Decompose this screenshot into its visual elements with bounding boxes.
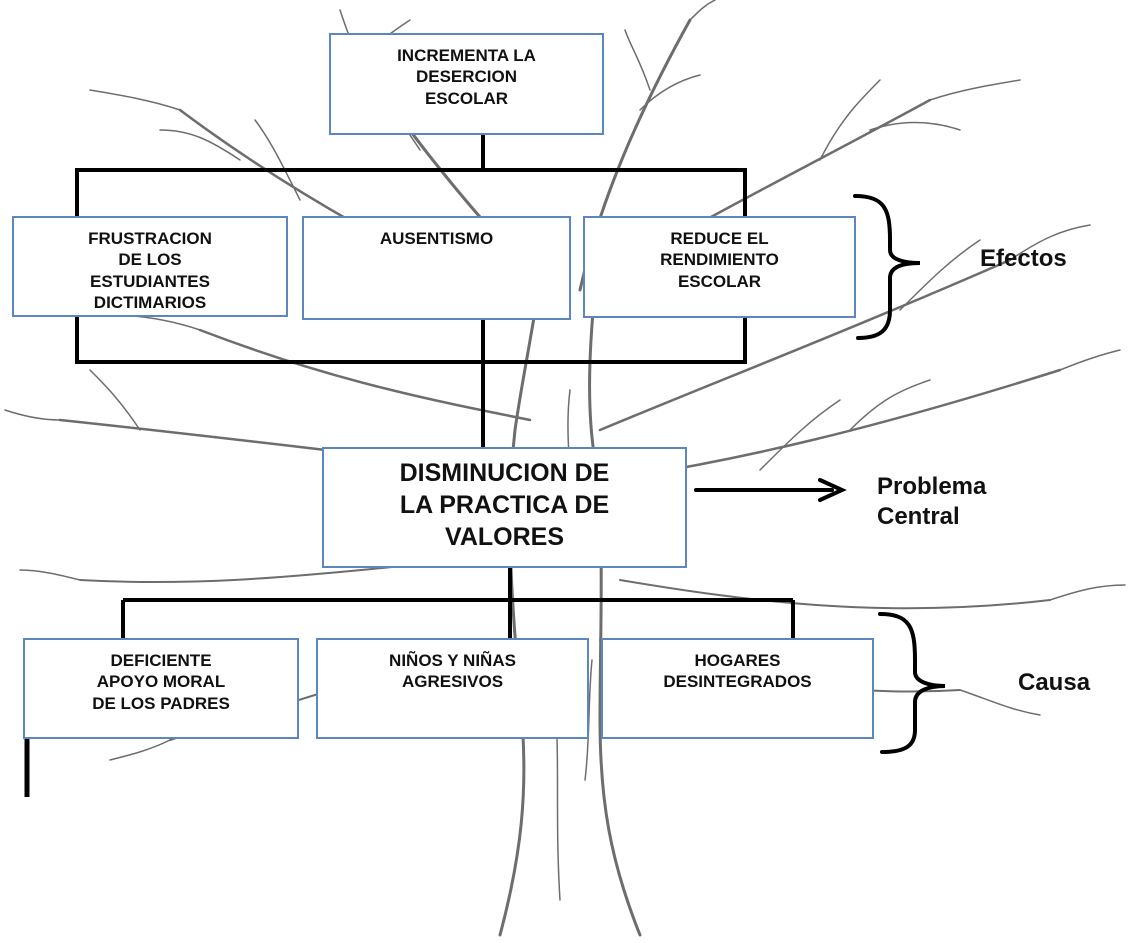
tree-trunk-right-edge bbox=[588, 238, 642, 937]
tree-trunk-left-edge bbox=[498, 228, 547, 937]
central-label-line: Problema bbox=[877, 473, 987, 500]
tree-twig bbox=[89, 89, 301, 201]
cause-line: DEFICIENTE bbox=[110, 651, 212, 670]
braces-and-arrow bbox=[694, 194, 946, 754]
central-problem-label: Problema Central bbox=[877, 472, 986, 532]
cause-line: DESINTEGRADOS bbox=[663, 672, 812, 692]
effects-brace bbox=[853, 194, 921, 340]
effect-box-rendimiento: REDUCE EL RENDIMIENTO ESCOLAR bbox=[583, 216, 856, 318]
causes-label-text: Causa bbox=[1018, 669, 1091, 696]
top-effect-line: DESERCION bbox=[415, 67, 518, 87]
cause-line: DE LOS PADRES bbox=[92, 693, 230, 713]
central-label-line: Central bbox=[877, 503, 960, 530]
effects-label-text: Efectos bbox=[980, 245, 1067, 272]
central-problem-line: LA PRACTICA DE bbox=[399, 491, 610, 519]
cause-line: HOGARES bbox=[694, 651, 781, 670]
effect-box-frustracion: FRUSTRACION DE LOS ESTUDIANTES DICTIMARI… bbox=[12, 216, 288, 317]
cause-line: AGRESIVOS bbox=[401, 672, 504, 692]
central-arrow-head bbox=[818, 478, 847, 502]
central-problem-box: DISMINUCION DE LA PRACTICA DE VALORES bbox=[322, 447, 687, 568]
tree-branch bbox=[198, 328, 532, 422]
effect-line: ESCOLAR bbox=[677, 271, 762, 291]
central-problem-line: VALORES bbox=[445, 523, 564, 551]
effect-line: ESTUDIANTES bbox=[90, 271, 210, 291]
effect-line: AUSENTISMO bbox=[379, 229, 494, 248]
causes-brace bbox=[878, 612, 946, 754]
cause-line: NIÑOS Y NIÑAS bbox=[389, 651, 516, 670]
cause-box-ninos-agresivos: NIÑOS Y NIÑAS AGRESIVOS bbox=[316, 638, 589, 739]
tree-twig bbox=[4, 314, 201, 431]
cause-line: APOYO MORAL bbox=[96, 672, 226, 692]
effect-line: DE LOS bbox=[118, 250, 182, 270]
tree-twig bbox=[759, 379, 1126, 601]
top-effect-box: INCREMENTA LA DESERCION ESCOLAR bbox=[329, 33, 604, 135]
tree-twig bbox=[819, 79, 1021, 161]
central-problem-line: DISMINUCION DE bbox=[399, 459, 610, 487]
effect-line: RENDIMIENTO bbox=[660, 250, 779, 270]
top-effect-line: ESCOLAR bbox=[424, 88, 509, 108]
tree-twig bbox=[19, 569, 1041, 761]
effect-line: REDUCE EL bbox=[670, 229, 769, 248]
tree-twig bbox=[899, 224, 1121, 371]
tree-branch bbox=[619, 579, 1051, 610]
cause-box-hogares: HOGARES DESINTEGRADOS bbox=[601, 638, 874, 739]
top-effect-line: INCREMENTA LA bbox=[397, 46, 536, 65]
causes-label: Causa bbox=[1018, 668, 1090, 698]
effect-box-ausentismo: AUSENTISMO bbox=[302, 216, 571, 320]
tree-branch bbox=[598, 258, 1012, 432]
effects-label: Efectos bbox=[980, 244, 1067, 274]
cause-box-apoyo-moral: DEFICIENTE APOYO MORAL DE LOS PADRES bbox=[23, 638, 299, 739]
tree-twig bbox=[624, 0, 716, 111]
effect-line: FRUSTRACION bbox=[88, 229, 212, 248]
effect-line: DICTIMARIOS bbox=[93, 292, 207, 312]
